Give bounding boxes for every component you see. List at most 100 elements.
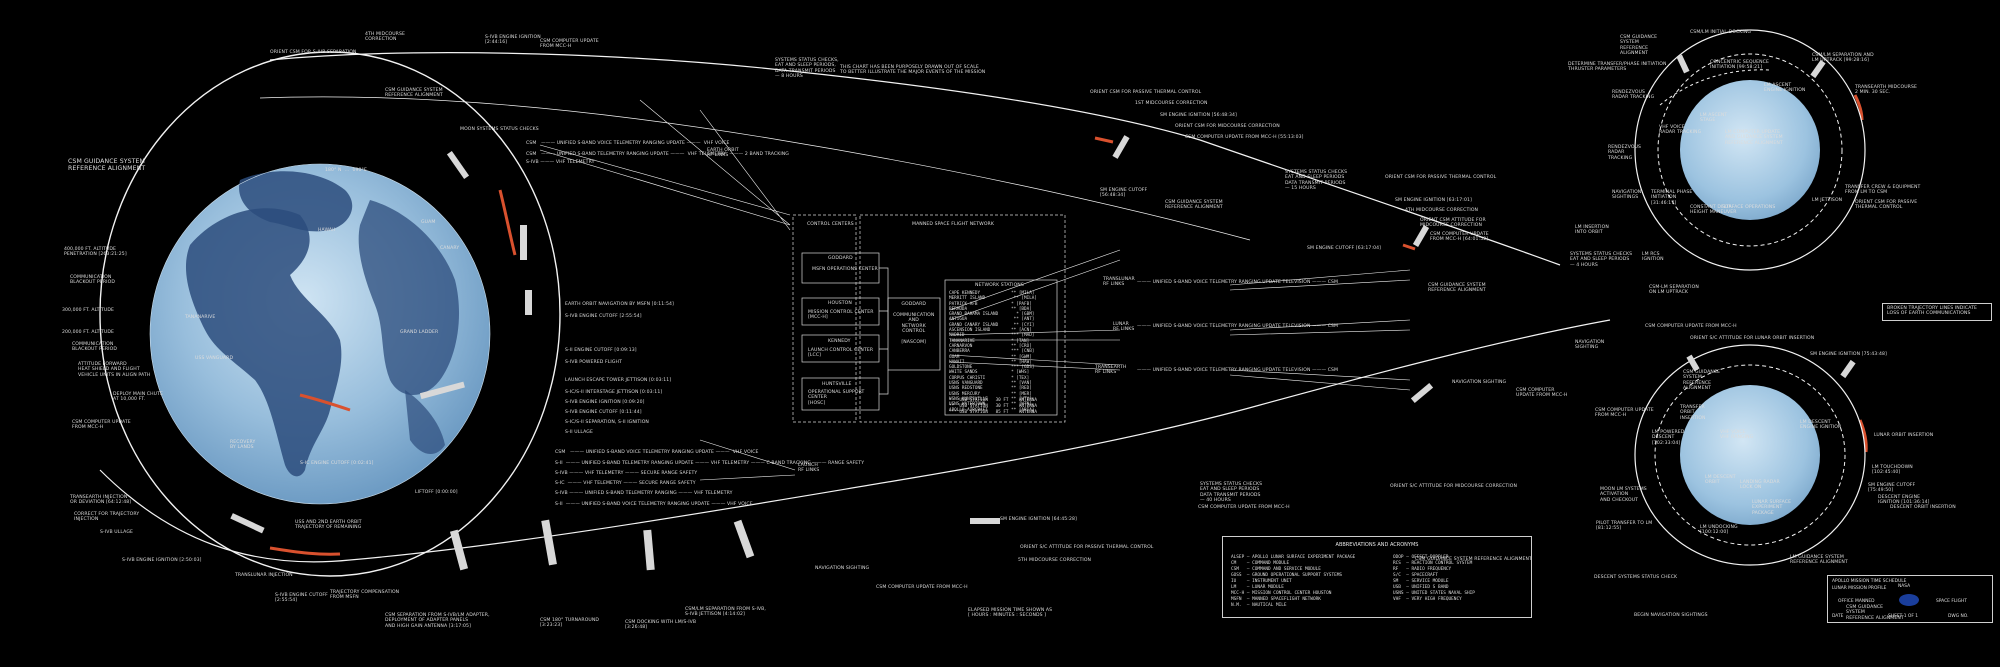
midcourse-5-label: 5TH MIDCOURSE CORRECTION <box>1018 558 1092 563</box>
network-station-row: MERRITT ISLAND ** [MILA] <box>949 296 1037 302</box>
abbreviation-row: SM — SERVICE MODULE <box>1393 579 1449 584</box>
upper-comm-line-2: CSM ——— UNIFIED S-BAND TELEMETRY RANGING… <box>526 152 789 157</box>
network-station-row: CORPUS CHRISTI * [TEX] <box>949 375 1030 381</box>
csm-turnaround-label: CSM 180° TURNAROUND [3:23:23] <box>540 618 600 629</box>
rf-link-fans <box>539 99 1411 481</box>
csm-lm-separation-uptrack: CSM/LM SEPARATION AND LM UPTRACK [99:28:… <box>1812 53 1874 64</box>
sic-separation-label: S-IC/S-II SEPARATION, S-II IGNITION <box>565 420 649 425</box>
title-foot-2: SHEET 1 OF 1 <box>1888 614 1919 619</box>
lunar-rf-label: LUNAR RF LINKS <box>1113 322 1135 333</box>
csm-computer-update-label: CSM COMPUTER UPDATE FROM MCC-H <box>72 420 131 431</box>
concentric-sequence-label: CONCENTRIC SEQUENCE INITIATION [99:58:21… <box>1710 60 1769 71</box>
liftoff-label: LIFTOFF [0:00:00] <box>415 490 458 495</box>
altitude-200-label: 200,000 FT. ALTITUDE <box>62 330 115 335</box>
landing-radar-label: LANDING RADAR LOCK ON <box>1740 480 1780 491</box>
moon-status-label: MOON SYSTEMS STATUS CHECKS <box>460 127 539 132</box>
translunar-injection-label: TRANSLUNAR INJECTION <box>235 573 293 578</box>
sm-cutoff-label: SM ENGINE CUTOFF [56:48:34] <box>1100 188 1148 199</box>
guam-label: GUAM <box>421 220 436 225</box>
legend-text: BROKEN TRAJECTORY LINES INDICATE LOSS OF… <box>1887 306 1977 317</box>
network-station-row: CAPE KENNEDY ** [MILA] <box>949 291 1035 296</box>
vhf-voice-ranging-label: VHF VOICE VHF RANGING <box>1720 430 1754 441</box>
huntsville-label: HUNTSVILLE <box>822 382 852 387</box>
abbreviations-panel: ABBREVIATIONS AND ACRONYMS ALSEP — APOLL… <box>1222 536 1532 618</box>
orient-csm-label: ORIENT CSM FOR S-IVB SEPARATION <box>270 50 357 55</box>
surface-ops-label: SURFACE OPERATIONS <box>1722 205 1776 210</box>
tlc-csm-ref-label: CSM GUIDANCE SYSTEM REFERENCE ALIGNMENT <box>385 88 443 99</box>
correct-trajectory-label: CORRECT FOR TRAJECTORY INJECTION <box>74 512 140 523</box>
hawaii-label: HAWAII <box>318 228 336 233</box>
goddard-label: GODDARD <box>828 256 853 261</box>
orient-midcourse-label: ORIENT CSM FOR MIDCOURSE CORRECTION <box>1175 124 1280 129</box>
title-block: APOLLO MISSION TIME SCHEDULE LUNAR MISSI… <box>1827 575 1993 623</box>
descent-engine-label: DESCENT ENGINE IGNITION [101:36:14] <box>1878 495 1930 506</box>
lower-csm-update-label: CSM COMPUTER UPDATE FROM MCC-H <box>1645 324 1737 329</box>
csm-separation-label: CSM SEPARATION FROM S-IVB/LM ADAPTER, DE… <box>385 613 490 629</box>
drawing-note: THIS CHART HAS BEEN PURPOSELY DRAWN OUT … <box>840 65 986 76</box>
constant-delta-label: CONSTANT DELTA HEIGHT MANEUVER <box>1690 205 1737 216</box>
deploy-main-chute-label: DEPLOY MAIN CHUTE AT 10,000 FT. <box>113 392 164 403</box>
abbreviations-title: ABBREVIATIONS AND ACRONYMS <box>1335 542 1419 548</box>
network-station-row: TANANARIVE * [TAN] <box>949 338 1030 344</box>
transearth-midcourse-label: TRANSEARTH MIDCOURSE 2 MIN. 30 SEC. <box>1855 85 1917 96</box>
pilot-transfer-label: PILOT TRANSFER TO LM [81:12:55] <box>1596 521 1653 532</box>
abbreviations-left-column: ALSEP — APOLLO LUNAR SURFACE EXPERIMENT … <box>1231 555 1355 609</box>
goddard-comm-label: GODDARD COMMUNICATION AND NETWORK CONTRO… <box>893 302 935 345</box>
abbreviation-row: RCS — REACTION CONTROL SYSTEM <box>1393 561 1473 566</box>
sii-ullage-label: S-II ULLAGE <box>565 430 593 435</box>
transfer-crew-label: TRANSFER CREW & EQUIPMENT FROM LM TO CSM <box>1845 185 1921 196</box>
manned-network-heading: MANNED SPACE FLIGHT NETWORK <box>912 222 994 227</box>
sm-ignition-label: SM ENGINE IGNITION [56:48:34] <box>1160 113 1237 118</box>
burn-segments <box>269 94 1868 556</box>
systems-checks-top: SYSTEMS STATUS CHECKS, EAT AND SLEEP PER… <box>775 58 839 80</box>
csm-update-4-label: CSM COMPUTER UPDATE FROM MCC-H <box>876 585 968 590</box>
systems-checks-2: SYSTEMS STATUS CHECKS EAT AND SLEEP PERI… <box>1285 170 1348 192</box>
lm-rcs-label: LM RCS IGNITION <box>1642 252 1664 263</box>
transfer-orbit-label: TRANSFER ORBIT INSERTION <box>1680 405 1706 421</box>
lm-touchdown-label: LM TOUCHDOWN [102:45:40] <box>1872 465 1913 476</box>
rendezvous-label: RENDEZVOUS RADAR TRACKING <box>1612 90 1655 101</box>
nasa-text: NASA <box>1898 584 1911 589</box>
abbreviation-row: GOSS — GROUND OPERATIONAL SUPPORT SYSTEM… <box>1231 573 1343 578</box>
space-flight-label: SPACE FLIGHT <box>1936 599 1967 604</box>
csm-update-top-label: CSM COMPUTER UPDATE FROM MCC-H <box>540 39 599 50</box>
network-station-row: USNS REDSTONE ** [RED] <box>949 386 1032 392</box>
orient-sc-mid-label: ORIENT S/C ATTITUDE FOR MIDCOURSE CORREC… <box>1390 484 1517 489</box>
csm-update-2-label: CSM COMPUTER UPDATE FROM MCC-H [64:01:52… <box>1430 232 1489 243</box>
translunar-rf-label: TRANSLUNAR RF LINKS <box>1103 277 1135 288</box>
lower-comm-line-1: CSM ——— UNIFIED S-BAND VOICE TELEMETRY R… <box>555 450 759 455</box>
network-station-row: GUAM ** [GWM] <box>949 354 1032 360</box>
vhf-voice-radar-label: VHF VOICE RADAR TRACKING <box>1659 125 1702 136</box>
orient-sc-lunar-label: ORIENT S/C ATTITUDE FOR LUNAR ORBIT INSE… <box>1690 336 1815 341</box>
kennedy-label: KENNEDY <box>828 339 851 344</box>
terminal-phase-label: TERMINAL PHASE INITIATION [31:46:17] <box>1651 190 1693 206</box>
network-station-row: GRAND BAHAMA ISLAND * [GBM] <box>949 312 1035 318</box>
lm-ascent-ign-label: LM ASCENT ENGINE IGNITION <box>1764 83 1806 94</box>
network-station-row: CARNARVON ** [CRO] <box>949 343 1032 349</box>
csm-guidance-tei-label: CSM GUIDANCE SYSTEM REFERENCE ALIGNMENT <box>1415 557 1533 562</box>
network-station-row: PATRICK AFB * [PAFB] <box>949 301 1032 307</box>
network-stations-heading: NETWORK STATIONS <box>975 283 1024 288</box>
network-station-row: HAWAII ** [HAW] <box>949 359 1032 365</box>
sivb-engine-cutoff-label: S-IVB ENGINE CUTOFF [2:55:54] <box>275 593 328 604</box>
les-jettison-label: LAUNCH ESCAPE TOWER JETTISON [0:03:11] <box>565 378 672 383</box>
network-station-row: BERMUDA ** [BDA] <box>949 306 1032 312</box>
moon-upper <box>1634 29 1866 271</box>
msfn-ops-label: MSFN OPERATIONS CENTER <box>812 267 878 272</box>
lm-guidance-label: CSM GUIDANCE SYSTEM REFERENCE ALIGNMENT <box>1620 35 1658 57</box>
lm-descent-orbit-label: LM DESCENT ORBIT <box>1705 475 1736 486</box>
mid-comm-line-3: ——— UNIFIED S-BAND VOICE TELEMETRY RANGI… <box>1137 368 1339 373</box>
altitude-300-label: 300,000 FT. ALTITUDE <box>62 308 115 313</box>
network-station-row: APOLLO AIRCRAFT ** [ARIA] <box>949 407 1035 413</box>
lower-comm-line-6: S-II ——— UNIFIED S-BAND VOICE TELEMETRY … <box>555 502 753 507</box>
abbreviation-row: USB — UNIFIED S BAND <box>1393 585 1449 590</box>
abbreviation-row: VHF — VERY HIGH FREQUENCY <box>1393 597 1462 602</box>
nav-sighting-3-label: NAVIGATION SIGHTING <box>815 566 870 571</box>
station-key-1: * USB STATION 30 FT ANTENNA <box>949 398 1037 403</box>
network-boxes <box>792 214 1066 423</box>
network-station-row: CANBERRA *** [CNB] <box>949 349 1035 355</box>
earth-lat-scale: 180° N ... 090°E <box>325 168 367 173</box>
recovery-label: RECOVERY BY LANDS <box>230 440 256 451</box>
lower-comm-line-3: S-IVB ——— VHF TELEMETRY ——— SECURE RANGE… <box>555 471 698 476</box>
hosc-label: OPERATIONAL SUPPORT CENTER [HOSC] <box>808 390 865 406</box>
